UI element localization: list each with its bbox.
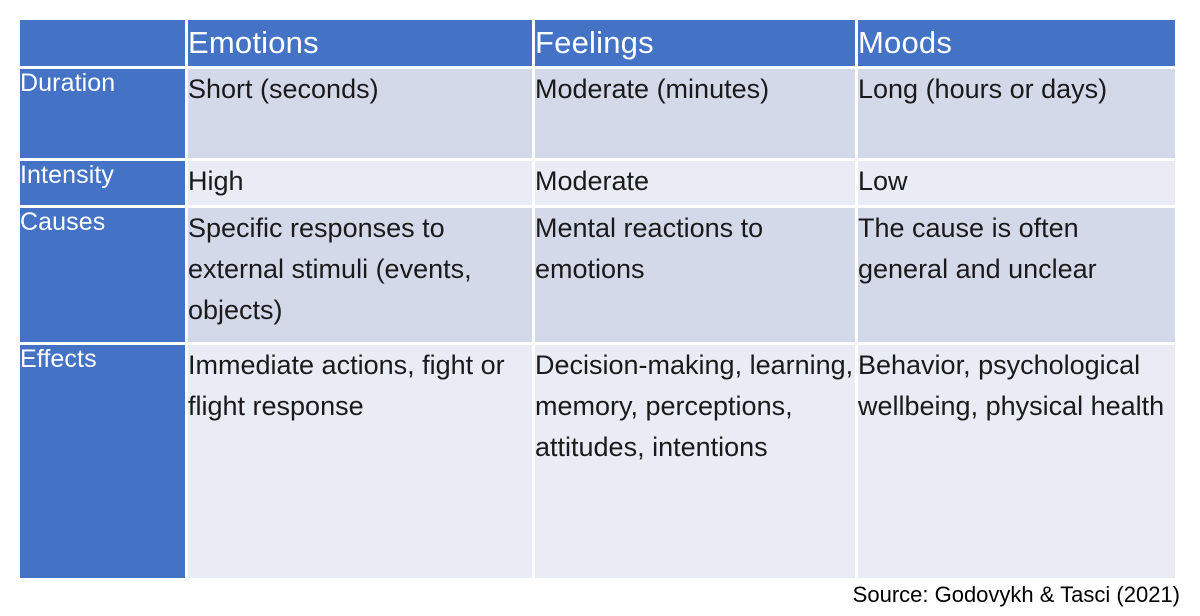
table-row-effects: Effects Immediate actions, fight or flig… [20,345,1175,578]
table-header: Emotions Feelings Moods [20,20,1175,66]
cell-intensity-feelings: Moderate [535,161,855,205]
cell-effects-emotions: Immediate actions, fight or flight respo… [188,345,532,578]
header-corner-cell [20,20,185,66]
column-header-emotions: Emotions [188,20,532,66]
cell-duration-emotions: Short (seconds) [188,69,532,158]
row-label-effects: Effects [20,345,185,578]
row-label-intensity: Intensity [20,161,185,205]
cell-causes-feelings: Mental reactions to emotions [535,208,855,342]
column-header-feelings: Feelings [535,20,855,66]
table-row-intensity: Intensity High Moderate Low [20,161,1175,205]
row-label-causes: Causes [20,208,185,342]
cell-causes-emotions: Specific responses to external stimuli (… [188,208,532,342]
cell-effects-feelings: Decision-making, learning, memory, perce… [535,345,855,578]
cell-intensity-moods: Low [858,161,1175,205]
cell-causes-moods: The cause is often general and unclear [858,208,1175,342]
header-row: Emotions Feelings Moods [20,20,1175,66]
source-citation: Source: Godovykh & Tasci (2021) [852,582,1180,607]
emotions-feelings-moods-table: Emotions Feelings Moods Duration Short (… [17,17,1178,581]
table-body: Duration Short (seconds) Moderate (minut… [20,69,1175,578]
cell-duration-moods: Long (hours or days) [858,69,1175,158]
cell-duration-feelings: Moderate (minutes) [535,69,855,158]
row-label-duration: Duration [20,69,185,158]
table-row-duration: Duration Short (seconds) Moderate (minut… [20,69,1175,158]
column-header-moods: Moods [858,20,1175,66]
table-row-causes: Causes Specific responses to external st… [20,208,1175,342]
cell-intensity-emotions: High [188,161,532,205]
cell-effects-moods: Behavior, psychological wellbeing, physi… [858,345,1175,578]
